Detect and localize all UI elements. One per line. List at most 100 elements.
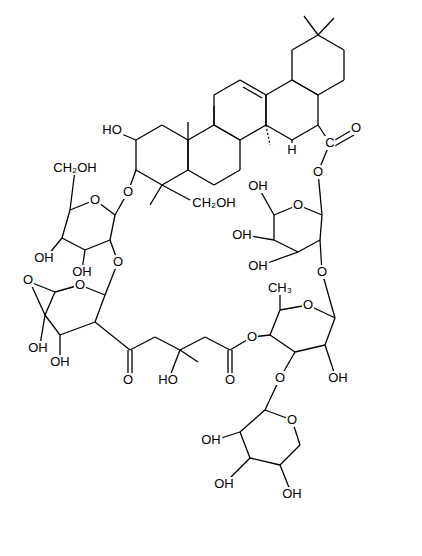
bond-line	[260, 190, 274, 215]
bond-line	[162, 185, 190, 200]
bond-line	[243, 87, 262, 98]
atom-label: OH	[247, 259, 269, 273]
bond-line	[292, 80, 318, 95]
bond-line	[292, 80, 318, 95]
atom-label: OH	[247, 179, 269, 193]
bond-line	[162, 170, 188, 185]
atom-label: O	[312, 165, 324, 179]
bond-line	[85, 240, 110, 250]
atom-label: O	[316, 265, 328, 279]
bond-line	[95, 322, 130, 350]
bond-line	[187, 122, 188, 140]
atom-label: HO	[157, 373, 179, 387]
bond-line	[62, 210, 70, 238]
bond-line	[188, 170, 214, 185]
bond-line	[187, 140, 188, 170]
bond-line	[292, 35, 318, 50]
atom-label: OH	[327, 371, 349, 385]
bond-line	[270, 335, 295, 352]
bond-line	[240, 125, 266, 140]
bond-line	[280, 445, 300, 465]
atom-label: OH	[49, 355, 71, 369]
atom-label: H	[286, 143, 297, 157]
atom-label: OH	[281, 487, 303, 501]
bond-line	[45, 315, 60, 335]
atom-label: CH₂OH	[52, 161, 97, 175]
bond-line	[213, 106, 214, 125]
atom-label: O	[292, 198, 304, 212]
atom-label: O	[89, 193, 101, 207]
atom-label: OH	[27, 341, 49, 355]
bond-line	[304, 16, 318, 35]
bond-line	[205, 337, 230, 350]
bond-line	[62, 238, 85, 250]
atom-label: CH₂OH	[191, 196, 236, 210]
bond-line	[240, 432, 250, 458]
atom-label: O	[302, 298, 314, 312]
bond-line	[150, 185, 162, 205]
atom-label: O	[286, 413, 298, 427]
atom-label: O	[74, 278, 86, 292]
atom-label: OH	[71, 265, 93, 279]
bond-line	[318, 80, 344, 95]
atom-label: O	[122, 185, 134, 199]
bond-line	[187, 140, 188, 170]
bond-line	[266, 80, 292, 95]
atom-label: O	[22, 273, 34, 287]
bond-line	[239, 140, 240, 170]
atom-label: O	[350, 121, 362, 135]
bond-line	[240, 410, 265, 432]
bond-line	[214, 80, 240, 95]
atom-label: CH₃	[267, 281, 293, 295]
bond-line	[266, 125, 292, 140]
bond-line	[130, 337, 155, 350]
atom-label: O	[224, 373, 236, 387]
bond-line	[273, 215, 274, 240]
bond-line	[250, 458, 280, 465]
bond-line	[265, 95, 266, 125]
bond-line	[318, 18, 334, 35]
bond-line	[320, 215, 322, 240]
bond-line	[333, 135, 354, 147]
bond-line	[70, 170, 75, 210]
bond-line	[60, 322, 95, 335]
atom-label: O	[246, 330, 258, 344]
atom-label: OH	[213, 477, 235, 491]
bond-line	[213, 95, 214, 125]
bond-line	[136, 170, 162, 185]
bond-line	[214, 170, 240, 185]
atom-label: O	[122, 373, 134, 387]
atom-label: C	[324, 136, 335, 150]
atom-label: OH	[33, 251, 55, 265]
atom-label: O	[274, 371, 286, 385]
bond-line	[291, 50, 292, 80]
bond-line	[318, 35, 344, 50]
bond-line	[135, 140, 136, 170]
atom-label: OH	[200, 433, 222, 447]
bond-line	[180, 337, 205, 350]
bond-line	[162, 125, 188, 140]
bond-line	[180, 350, 198, 362]
bond-line	[266, 125, 270, 145]
bond-line	[188, 125, 214, 140]
atom-label: HO	[101, 123, 123, 137]
atom-label: O	[112, 255, 124, 269]
bond-line	[214, 125, 240, 140]
bond-line	[95, 295, 105, 322]
bond-line	[274, 240, 298, 252]
bond-line	[295, 345, 325, 352]
bond-line	[298, 240, 320, 252]
bond-line	[214, 125, 240, 140]
bond-line	[343, 50, 344, 80]
bond-line	[136, 125, 162, 140]
bond-line	[110, 215, 115, 240]
bond-line	[45, 292, 55, 315]
bond-line	[292, 125, 318, 140]
bond-line	[265, 95, 266, 125]
bond-line	[155, 337, 180, 350]
bond-line	[270, 310, 280, 335]
bond-line	[317, 95, 318, 125]
atom-label: OH	[231, 228, 253, 242]
